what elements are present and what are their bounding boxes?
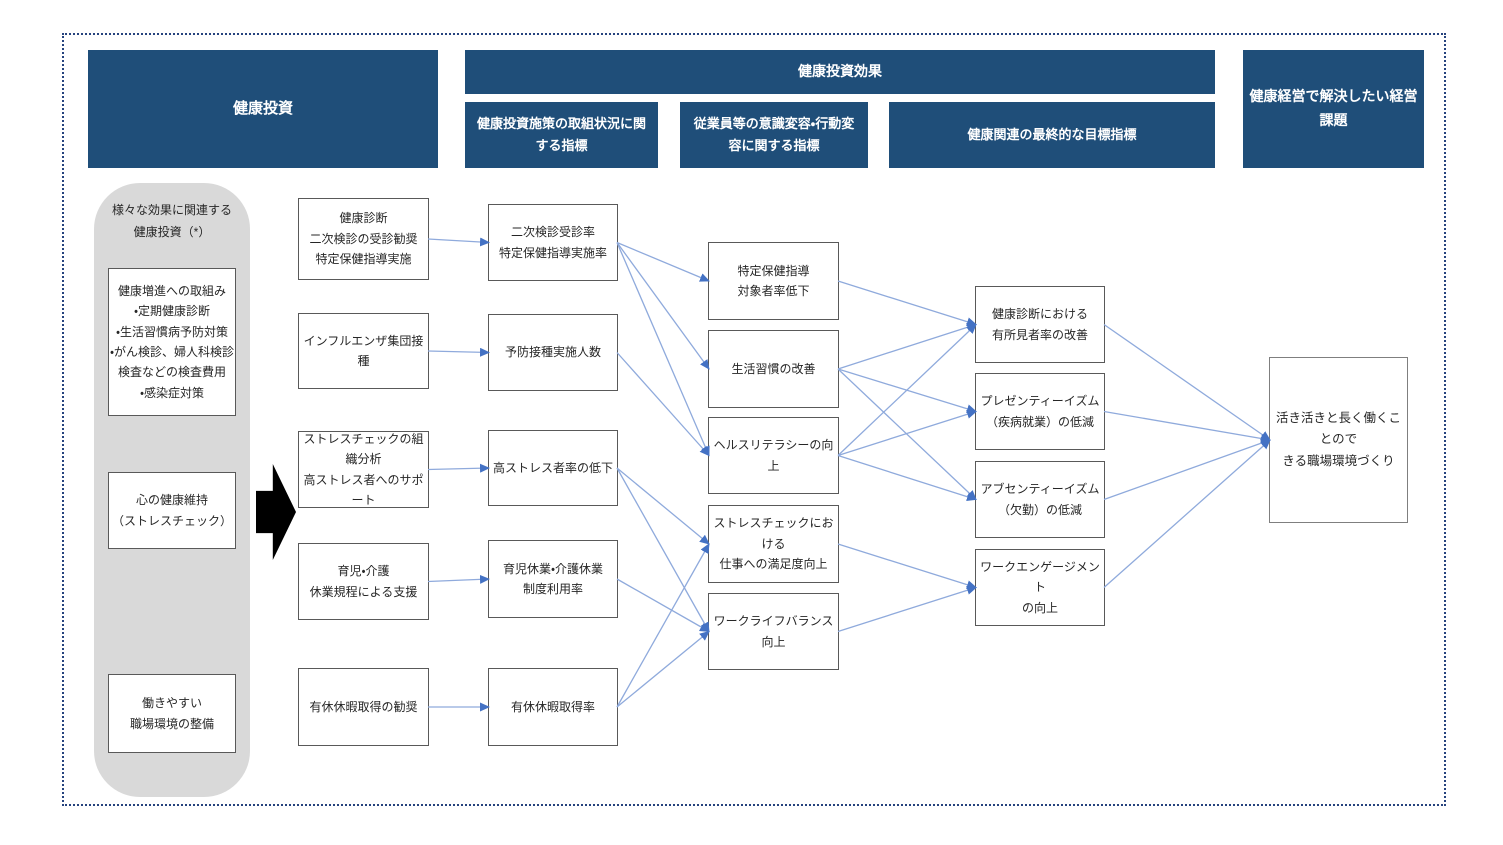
node-mental-health-maintenance: 心の健康維持 （ストレスチェック） xyxy=(108,472,236,549)
node-guidance-target-rate-decline: 特定保健指導 対象者率低下 xyxy=(708,242,839,320)
node-health-literacy-improvement: ヘルスリテラシーの向上 xyxy=(708,417,839,494)
node-high-stress-rate-decline: 高ストレス者率の低下 xyxy=(488,430,618,506)
node-vibrant-long-working-environment: 活き活きと長く働くことので きる職場環境づくり xyxy=(1269,357,1408,523)
node-job-satisfaction-in-stress-check: ストレスチェックにおける 仕事への満足度向上 xyxy=(708,505,839,583)
node-checkup-recommendation: 健康診断 二次検診の受診勧奨 特定保健指導実施 xyxy=(298,198,429,280)
node-vaccination-count: 予防接種実施人数 xyxy=(488,314,618,391)
node-childcare-nursing-leave-support: 育児・介護 休業規程による支援 xyxy=(298,543,429,620)
investment-panel-title: 様々な効果に関連する 健康投資（*） xyxy=(111,203,232,239)
header-awareness-behavior-metrics: 従業員等の意識変容・行動変 容に関する指標 xyxy=(680,102,868,168)
node-lifestyle-improvement: 生活習慣の改善 xyxy=(708,330,839,408)
node-secondary-checkup-rate: 二次検診受診率 特定保健指導実施率 xyxy=(488,204,618,281)
node-abnormal-findings-improvement: 健康診断における 有所見者率の改善 xyxy=(975,286,1105,363)
node-presenteeism-reduction: プレゼンティーイズム （疾病就業）の低減 xyxy=(975,373,1105,450)
outer-dotted-frame xyxy=(62,33,1446,806)
node-work-life-balance-improvement: ワークライフバランス 向上 xyxy=(708,593,839,670)
node-influenza-group-vaccination: インフルエンザ集団接種 xyxy=(298,313,429,389)
header-investment-effect: 健康投資効果 xyxy=(465,50,1215,94)
header-final-health-target-metrics: 健康関連の最終的な目標指標 xyxy=(889,102,1215,168)
node-absenteeism-reduction: アブセンティーイズム （欠勤）の低減 xyxy=(975,461,1105,538)
header-health-investment: 健康投資 xyxy=(88,50,438,168)
node-leave-system-usage-rate: 育児休業・介護休業 制度利用率 xyxy=(488,540,618,618)
node-health-promotion-initiatives: 健康増進への取組み ・定期健康診断 ・生活習慣病予防対策 ・がん検診、婦人科検診… xyxy=(108,268,236,416)
node-stress-check-analysis-support: ストレスチェックの組織分析 高ストレス者へのサポート xyxy=(298,431,429,508)
header-management-issue: 健康経営で解決したい経営 課題 xyxy=(1243,50,1424,168)
node-work-engagement-improvement: ワークエンゲージメント の向上 xyxy=(975,549,1105,626)
node-comfortable-workplace: 働きやすい 職場環境の整備 xyxy=(108,674,236,753)
node-paid-leave-encouragement: 有休休暇取得の勧奨 xyxy=(298,668,429,746)
node-paid-leave-usage-rate: 有休休暇取得率 xyxy=(488,668,618,746)
header-initiative-status-metrics: 健康投資施策の取組状況に関 する指標 xyxy=(465,102,658,168)
